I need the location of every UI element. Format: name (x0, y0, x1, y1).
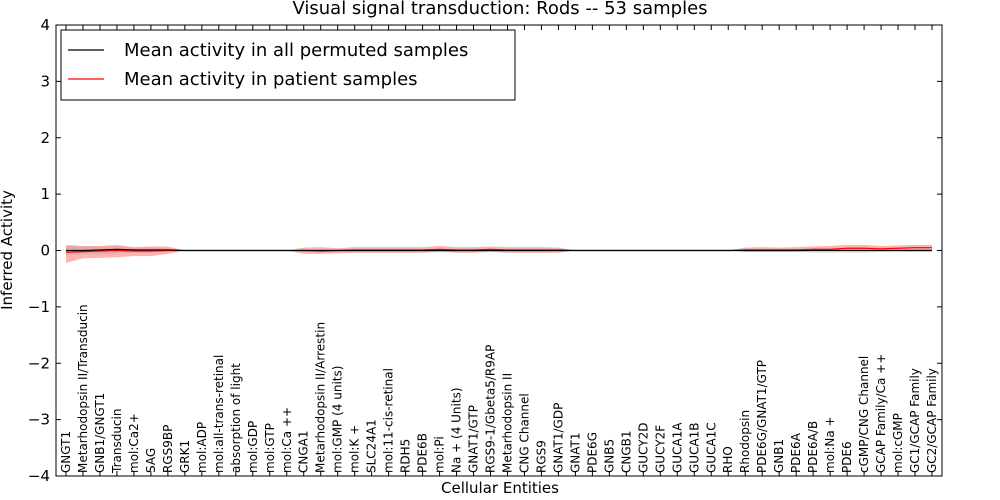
category-label: GNAT1/GDP (551, 403, 565, 473)
y-tick-label: 1 (40, 185, 50, 203)
y-tick-label: 4 (40, 16, 50, 34)
category-label: mol:GTP (263, 423, 277, 473)
category-label: mol:Na + (823, 416, 837, 473)
category-label: GCAP Family/Ca ++ (874, 354, 888, 473)
category-label: CNGB1 (619, 430, 633, 473)
category-label: PDE6 (840, 441, 854, 473)
category-label: CNG Channel (517, 393, 531, 473)
category-label: mol:GDP (246, 421, 260, 473)
category-label: SLC24A1 (365, 419, 379, 473)
category-label: GUCA1C (704, 422, 718, 473)
category-label: PDE6B (416, 433, 430, 473)
category-label: RDH5 (399, 439, 413, 473)
category-label: Transducin (110, 409, 124, 474)
legend-label-permuted: Mean activity in all permuted samples (124, 40, 468, 61)
category-label: GUCA1A (670, 422, 684, 473)
category-label: GNAT1/GTP (467, 405, 481, 473)
category-label: mol:all-trans-retinal (212, 355, 226, 473)
category-label: mol:Pi (433, 436, 447, 473)
category-label: GRK1 (178, 440, 192, 473)
category-label: Metarhodopsin II (500, 373, 514, 473)
category-label: RHO (721, 446, 735, 473)
chart-title: Visual signal transduction: Rods -- 53 s… (292, 0, 707, 19)
category-label: mol:Ca2+ (127, 413, 141, 473)
category-label: PDE6G/GNAT1/GTP (755, 360, 769, 473)
category-label: RGS9-1/Gbeta5/R9AP (484, 345, 498, 473)
category-label: Metarhodopsin II/Arrestin (314, 322, 328, 473)
legend-label-patient: Mean activity in patient samples (124, 69, 418, 90)
category-label: GNB5 (602, 439, 616, 473)
series-line-0 (66, 248, 932, 252)
category-label: GNB1/GNGT1 (93, 393, 107, 473)
category-label: GNB1 (772, 439, 786, 473)
category-label: absorption of light (229, 363, 243, 473)
category-label: mol:Ca ++ (280, 407, 294, 473)
y-axis-label: Inferred Activity (0, 190, 16, 310)
category-label: PDE6A (789, 432, 803, 473)
category-label: PDE6G (585, 432, 599, 473)
category-label: GC2/GCAP Family (925, 368, 939, 473)
y-tick-label: −3 (28, 411, 50, 429)
category-label: mol:K + (348, 425, 362, 473)
category-label: RGS9BP (161, 425, 175, 473)
category-label: SAG (144, 448, 158, 473)
category-label: Na + (4 Units) (450, 387, 464, 473)
y-tick-label: −2 (28, 354, 50, 372)
legend: Mean activity in all permuted samples Me… (60, 29, 516, 101)
legend-box (60, 29, 516, 101)
category-label: mol:ADP (195, 422, 209, 473)
category-label: GC1/GCAP Family (908, 368, 922, 473)
category-label: PDE6A/B (806, 421, 820, 473)
category-label: RGS9 (534, 440, 548, 473)
category-label: mol:11-cis-retinal (382, 368, 396, 473)
category-label: GUCY2D (636, 423, 650, 473)
series-lines (65, 247, 932, 253)
category-label: GUCY2F (653, 425, 667, 473)
category-label: GNAT1 (568, 432, 582, 473)
y-tick-label: −4 (28, 467, 50, 485)
category-label: cGMP/CNG Channel (857, 356, 871, 473)
y-tick-label: −1 (28, 298, 50, 316)
y-tick-label: 2 (40, 129, 50, 147)
category-label: mol:GMP (4 units) (331, 366, 345, 473)
x-axis-label: Cellular Entities (441, 479, 559, 497)
confidence-bands (66, 244, 932, 263)
category-label: Metarhodopsin II/Transducin (76, 304, 90, 473)
y-axis-ticks: −4 −3 −2 −1 0 1 2 3 4 (28, 16, 942, 485)
y-tick-label: 0 (40, 242, 50, 260)
category-label: CNGA1 (297, 431, 311, 474)
x-axis-ticks (65, 25, 933, 476)
y-tick-label: 3 (40, 72, 50, 90)
category-label: GUCA1B (687, 422, 701, 473)
category-label: GNGT1 (59, 431, 73, 473)
band-0 (66, 244, 932, 263)
category-label: Rhodopsin (738, 410, 752, 473)
category-label: mol:cGMP (891, 413, 905, 473)
